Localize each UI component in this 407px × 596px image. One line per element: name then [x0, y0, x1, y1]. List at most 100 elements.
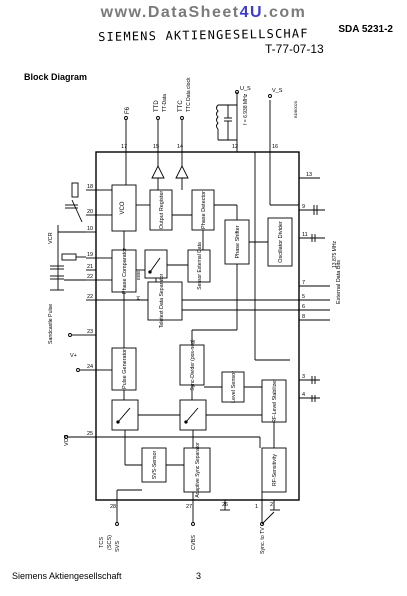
svg-text:15: 15: [153, 144, 159, 150]
level-sensor-block: Level Sensor: [221, 371, 245, 403]
rf-level-stabilizer-block: RF-Level Stabilizer: [261, 379, 287, 423]
pin-numbers-right: 13 9 11 7 5 6 8 3 4: [302, 172, 312, 398]
pulse-generator-block: Pulse Generator: [111, 347, 137, 391]
svg-text:2: 2: [270, 502, 273, 508]
sync-divider-block: Sync-Divider (pos-neg): [179, 339, 205, 391]
svg-text:11: 11: [302, 232, 308, 238]
website-watermark: www.DataSheet4U.com: [100, 4, 307, 21]
oscillator-divider-block: Oscillator Divider: [267, 217, 293, 267]
svg-text:22: 22: [87, 294, 93, 300]
label-external-data-bits: External Data Bits: [336, 260, 342, 304]
svg-text:4: 4: [302, 392, 305, 398]
label-scs: (SCS): [107, 535, 113, 550]
svg-text:Oscillator Divider: Oscillator Divider: [278, 221, 284, 263]
label-ttc-sub: TTC Data clock: [186, 77, 192, 112]
svg-text:Phase Comparator: Phase Comparator: [122, 248, 128, 294]
part-number: SDA 5231-2: [338, 24, 393, 35]
buffer-triangle-ttc: [175, 164, 189, 179]
teletext-data-separator-block: Teletext Data Separator: [147, 273, 183, 328]
vco-block: VCO: [111, 184, 137, 232]
svg-text:24: 24: [87, 364, 93, 370]
svg-text:13: 13: [306, 172, 312, 178]
svg-text:21: 21: [87, 264, 93, 270]
svg-text:12: 12: [232, 144, 238, 150]
svg-text:Phase Shifter: Phase Shifter: [235, 225, 241, 258]
crystal-network: [216, 92, 238, 141]
svg-text:17: 17: [121, 144, 127, 150]
svg-text:8: 8: [302, 314, 305, 320]
page-number: 3: [196, 571, 202, 581]
chip-outline: [95, 151, 300, 501]
svg-text:Phase Detector: Phase Detector: [201, 191, 207, 229]
phase-comparator-block: Phase Comparator: [111, 248, 137, 294]
svg-text:19: 19: [87, 252, 93, 258]
svg-text:28: 28: [110, 504, 116, 510]
svg-text:25: 25: [87, 431, 93, 437]
svs-sensor-block: SVS-Sensor: [141, 447, 167, 483]
svg-text:7: 7: [302, 280, 305, 286]
footer-company: Siemens Aktiengesellschaft: [12, 571, 122, 581]
bottom-pins: [115, 489, 280, 526]
label-vcr: VCR: [48, 232, 54, 244]
phase-shifter-block: Phase Shifter: [224, 219, 250, 265]
svg-text:3: 3: [302, 374, 305, 380]
pin-numbers-left: 18 20 10 19 21 22 22 23 24 25: [87, 184, 93, 437]
adaptive-sync-separator-block: Adaptive Sync Separator: [183, 442, 211, 498]
label-vplus: V+: [70, 353, 77, 359]
svg-text:Pulse Generator: Pulse Generator: [122, 349, 128, 389]
label-ttd: TTD: [154, 100, 160, 112]
label-vs: V_S: [272, 88, 283, 94]
svg-text:23: 23: [87, 329, 93, 335]
svg-text:9: 9: [302, 204, 305, 210]
crystal-frequency: f = 6.938 MHz: [243, 93, 249, 125]
right-pins: [299, 177, 330, 402]
buffer-triangle-ttd: [151, 164, 165, 179]
svg-text:14: 14: [177, 144, 183, 150]
svg-text:16: 16: [272, 144, 278, 150]
handwritten-number: T-77-07-13: [265, 42, 324, 56]
svg-text:20: 20: [87, 209, 93, 215]
svg-text:Sync-Divider (pos-neg): Sync-Divider (pos-neg): [190, 339, 196, 390]
label-sandcastle: Sandcastle Pulse: [48, 304, 54, 344]
svg-text:Adaptive Sync Separator: Adaptive Sync Separator: [195, 442, 201, 498]
svg-text:10: 10: [87, 226, 93, 232]
svg-text:Teletext Data Separator: Teletext Data Separator: [159, 273, 165, 328]
top-pins: [124, 90, 272, 152]
label-freq: 13.875 MHz: [332, 241, 338, 268]
pin-numbers-bottom: 28 27 26 1 2: [110, 502, 273, 510]
label-cvbs: CVBS: [191, 535, 197, 550]
svg-text:Level Sensor: Level Sensor: [231, 371, 237, 403]
label-svs: SVS: [115, 541, 121, 552]
svg-text:Sensor External Data: Sensor External Data: [197, 242, 203, 290]
label-ebb: EBB: [136, 271, 141, 280]
label-f6: F6: [125, 106, 131, 114]
rf-sensitivity-block: RF-Sensitivity: [261, 447, 287, 493]
svg-text:26: 26: [222, 502, 228, 508]
svg-text:27: 27: [186, 504, 192, 510]
svg-text:1: 1: [255, 504, 258, 510]
left-pins: [68, 189, 112, 438]
switch-block-right: [179, 399, 207, 431]
output-register-block: Output Register: [149, 189, 173, 231]
svg-text:5: 5: [302, 294, 305, 300]
label-us: U_S: [240, 86, 251, 92]
svg-text:RF-Sensitivity: RF-Sensitivity: [272, 454, 278, 486]
svg-text:RF-Level Stabilizer: RF-Level Stabilizer: [272, 379, 278, 423]
label-vcs: VCS: [64, 434, 70, 446]
label-ttd-sub: TT-Data: [162, 94, 168, 112]
svg-text:22: 22: [87, 274, 93, 280]
label-pl: Pl: [136, 296, 141, 300]
label-tcs: TCS: [99, 537, 105, 548]
internal-wiring: [96, 140, 299, 466]
pin-numbers-top: 17 15 14 12 16: [121, 144, 278, 150]
section-title: Block Diagram: [24, 72, 88, 82]
phase-detector-block: Phase Detector: [191, 189, 215, 231]
label-sync-to-tv: Sync. to TV: [260, 527, 266, 554]
svg-text:Output Register: Output Register: [159, 191, 165, 230]
label-ttc: TTC: [178, 100, 184, 112]
drawing-code: BDB0020: [293, 100, 298, 118]
svg-text:6: 6: [302, 304, 305, 310]
left-external-components: [50, 182, 86, 439]
svg-text:SVS-Sensor: SVS-Sensor: [152, 450, 158, 479]
